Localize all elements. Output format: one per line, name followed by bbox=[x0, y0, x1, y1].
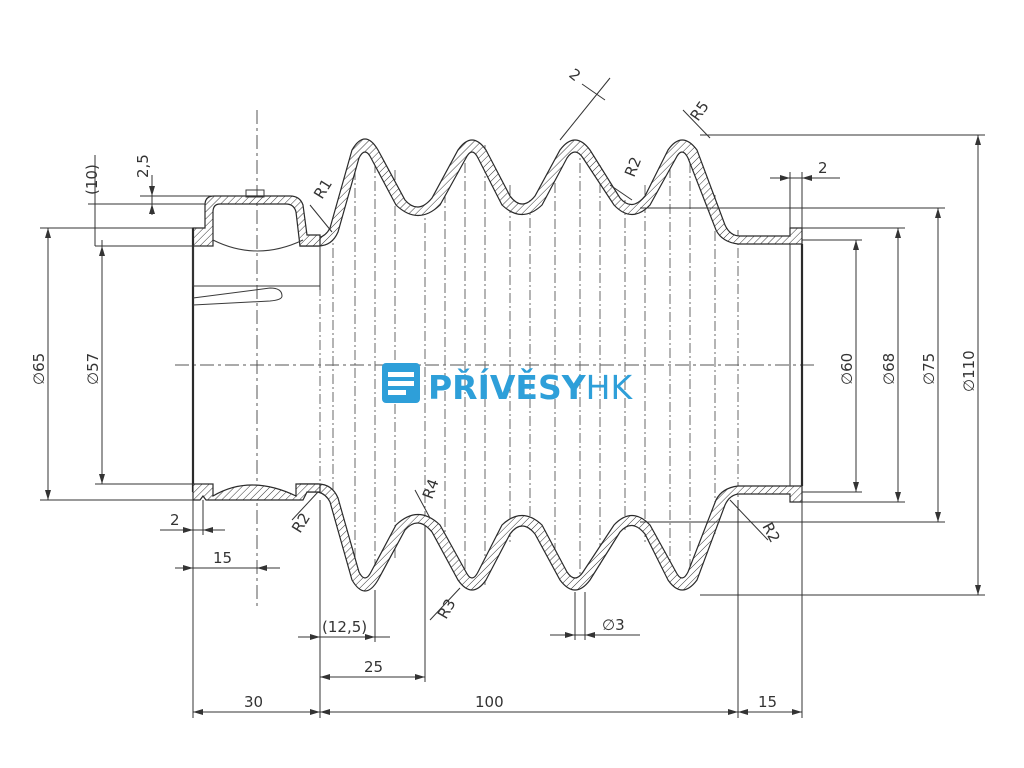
radius-r2-right-label: R2 bbox=[758, 519, 783, 545]
brand-name-bold: PŘÍVĚSYHK bbox=[428, 367, 633, 407]
trailer-logo-icon bbox=[382, 363, 420, 403]
dim-d75-label: ∅75 bbox=[920, 353, 938, 385]
dim-10 bbox=[88, 155, 205, 246]
radius-r5-label: R5 bbox=[687, 98, 713, 125]
dim-2-left-label: 2 bbox=[170, 511, 180, 529]
radius-r4-label: R4 bbox=[419, 476, 443, 501]
radius-leaders bbox=[291, 109, 769, 621]
dim-d110 bbox=[700, 134, 985, 596]
dim-d68 bbox=[802, 227, 905, 503]
dim-d68-label: ∅68 bbox=[880, 353, 898, 385]
dim-d110-label: ∅110 bbox=[960, 350, 978, 392]
center-lines bbox=[175, 110, 815, 610]
dim-d3-label: ∅3 bbox=[602, 616, 625, 634]
dim-2-right bbox=[770, 172, 840, 228]
dim-d57-label: ∅57 bbox=[84, 353, 102, 385]
dim-d60-label: ∅60 bbox=[838, 353, 856, 385]
radius-r2-left-label: R2 bbox=[288, 510, 314, 536]
dim-25-label: 25 bbox=[364, 658, 383, 676]
radius-r1-label: R1 bbox=[310, 176, 336, 202]
dim-d3 bbox=[550, 592, 640, 640]
dim-15-bottom-label: 15 bbox=[758, 693, 777, 711]
dim-10-label: (10) bbox=[83, 164, 101, 195]
dim-2-right-label: 2 bbox=[818, 159, 828, 177]
dim-12-5 bbox=[298, 590, 390, 642]
dim-15-left-label: 15 bbox=[213, 549, 232, 567]
dim-25 bbox=[320, 525, 426, 682]
dim-2-5-label: 2,5 bbox=[134, 154, 152, 178]
bellows-top-wall bbox=[299, 138, 803, 247]
dim-100-label: 100 bbox=[475, 693, 504, 711]
left-collar-body bbox=[191, 228, 321, 501]
dim-15-left bbox=[175, 565, 280, 571]
dim-d65 bbox=[40, 227, 193, 501]
dim-d60 bbox=[802, 239, 862, 493]
radius-r2-top-label: R2 bbox=[621, 154, 645, 179]
brand-logo: PŘÍVĚSYHK bbox=[382, 363, 633, 407]
right-collar bbox=[789, 244, 804, 486]
dim-d57 bbox=[95, 240, 213, 485]
dim-d75 bbox=[640, 207, 945, 523]
dim-2-left bbox=[160, 500, 225, 535]
dim-30-label: 30 bbox=[244, 693, 263, 711]
dim-2-5 bbox=[140, 175, 246, 215]
dim-bottom-chain bbox=[192, 500, 803, 718]
dim-2-top-label: 2 bbox=[566, 65, 585, 85]
dim-12-5-label: (12,5) bbox=[322, 618, 367, 636]
dim-2-top bbox=[559, 77, 611, 141]
dim-d65-label: ∅65 bbox=[30, 353, 48, 385]
radius-r3-label: R3 bbox=[434, 596, 460, 622]
